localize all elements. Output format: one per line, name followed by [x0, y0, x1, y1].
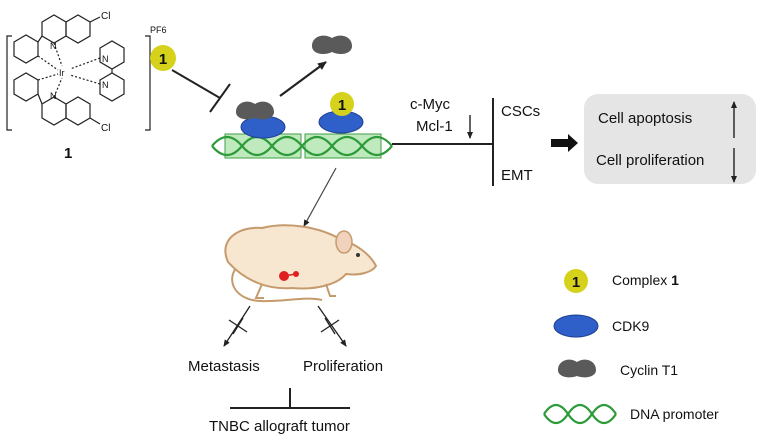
compound-number-label: 1: [64, 145, 72, 162]
mcl1-label: Mcl-1: [416, 118, 453, 135]
complex-structure: [6, 14, 151, 131]
legend-dna-icon: [543, 403, 617, 425]
cell-apoptosis-label: Cell apoptosis: [598, 110, 693, 127]
outcome-arrow: [551, 134, 578, 152]
complex-badge-icon: [150, 45, 176, 71]
cl-atom-label-lower: Cl: [101, 123, 110, 134]
inhibition-bar: [209, 83, 231, 113]
complex-bound-icon: [330, 92, 354, 116]
metastasis-block-x: [228, 317, 248, 335]
mouse-tail: [231, 267, 323, 303]
complex-bound-number: 1: [338, 97, 346, 114]
upper-quinoline-ring-b: [65, 14, 91, 44]
legend-complex-badge-number: 1: [572, 274, 580, 291]
dna-helix-right: [301, 135, 393, 157]
cmyc-label: c-Myc: [410, 96, 450, 113]
lower-phenyl-ring: [13, 72, 39, 102]
legend-complex-text: Complex: [612, 272, 672, 288]
mouse-illustration: [224, 224, 378, 303]
outcome-box: [584, 94, 756, 184]
release-arrow: [279, 61, 327, 97]
cscs-label: CSCs: [501, 103, 541, 120]
upper-phenyl-ring: [13, 34, 39, 64]
n-atom-label-lower: N: [50, 91, 57, 101]
legend-cdk9-icon: [553, 314, 599, 338]
n-atom-label-upper: N: [50, 41, 57, 51]
proliferation-arrow: [317, 305, 347, 347]
left-bracket: [6, 35, 12, 131]
in-vivo-arrow: [303, 167, 337, 227]
legend-cdk9-label: CDK9: [612, 318, 650, 334]
emt-label: EMT: [501, 167, 533, 184]
upper-quinoline-ring-a: [41, 14, 67, 44]
bipyridine-ring-a: [99, 40, 125, 70]
legend-complex-number: 1: [671, 272, 679, 288]
lower-quinoline-ring-b: [65, 96, 91, 126]
tumor-link: [283, 273, 297, 277]
proliferation-block-x: [320, 317, 340, 335]
inhibition-line: [171, 69, 221, 99]
cyclin-bound-icon: [236, 101, 274, 120]
metastasis-label: Metastasis: [188, 358, 260, 375]
cell-proliferation-label: Cell proliferation: [596, 152, 705, 169]
mouse-back-leg: [254, 283, 264, 299]
right-bracket: [145, 35, 151, 131]
proliferation-label: Proliferation: [303, 358, 384, 375]
complex-badge-number: 1: [159, 51, 167, 68]
legend-complex-label: Complex 1: [612, 272, 679, 288]
lower-quinoline-ring-a: [41, 96, 67, 126]
ir-atom-label: Ir: [59, 68, 65, 78]
n-atom-label-bpy-b: N: [102, 80, 109, 90]
legend-complex-icon: [564, 269, 588, 293]
mouse-ear: [335, 230, 353, 254]
mouse-body: [224, 224, 378, 290]
tnbc-tumor-label: TNBC allograft tumor: [209, 418, 350, 435]
counterion-label: PF6: [150, 25, 167, 35]
n-atom-label-bpy-a: N: [102, 54, 109, 64]
legend-dna-label: DNA promoter: [630, 406, 719, 422]
cl-atom-label-upper: Cl: [101, 11, 110, 22]
legend-cyclin-label: Cyclin T1: [620, 362, 679, 378]
cyclin-released-icon: [312, 35, 352, 54]
mouse-front-leg: [325, 283, 336, 297]
legend-cyclin-icon: [558, 359, 596, 378]
mouse-eye: [356, 253, 360, 257]
